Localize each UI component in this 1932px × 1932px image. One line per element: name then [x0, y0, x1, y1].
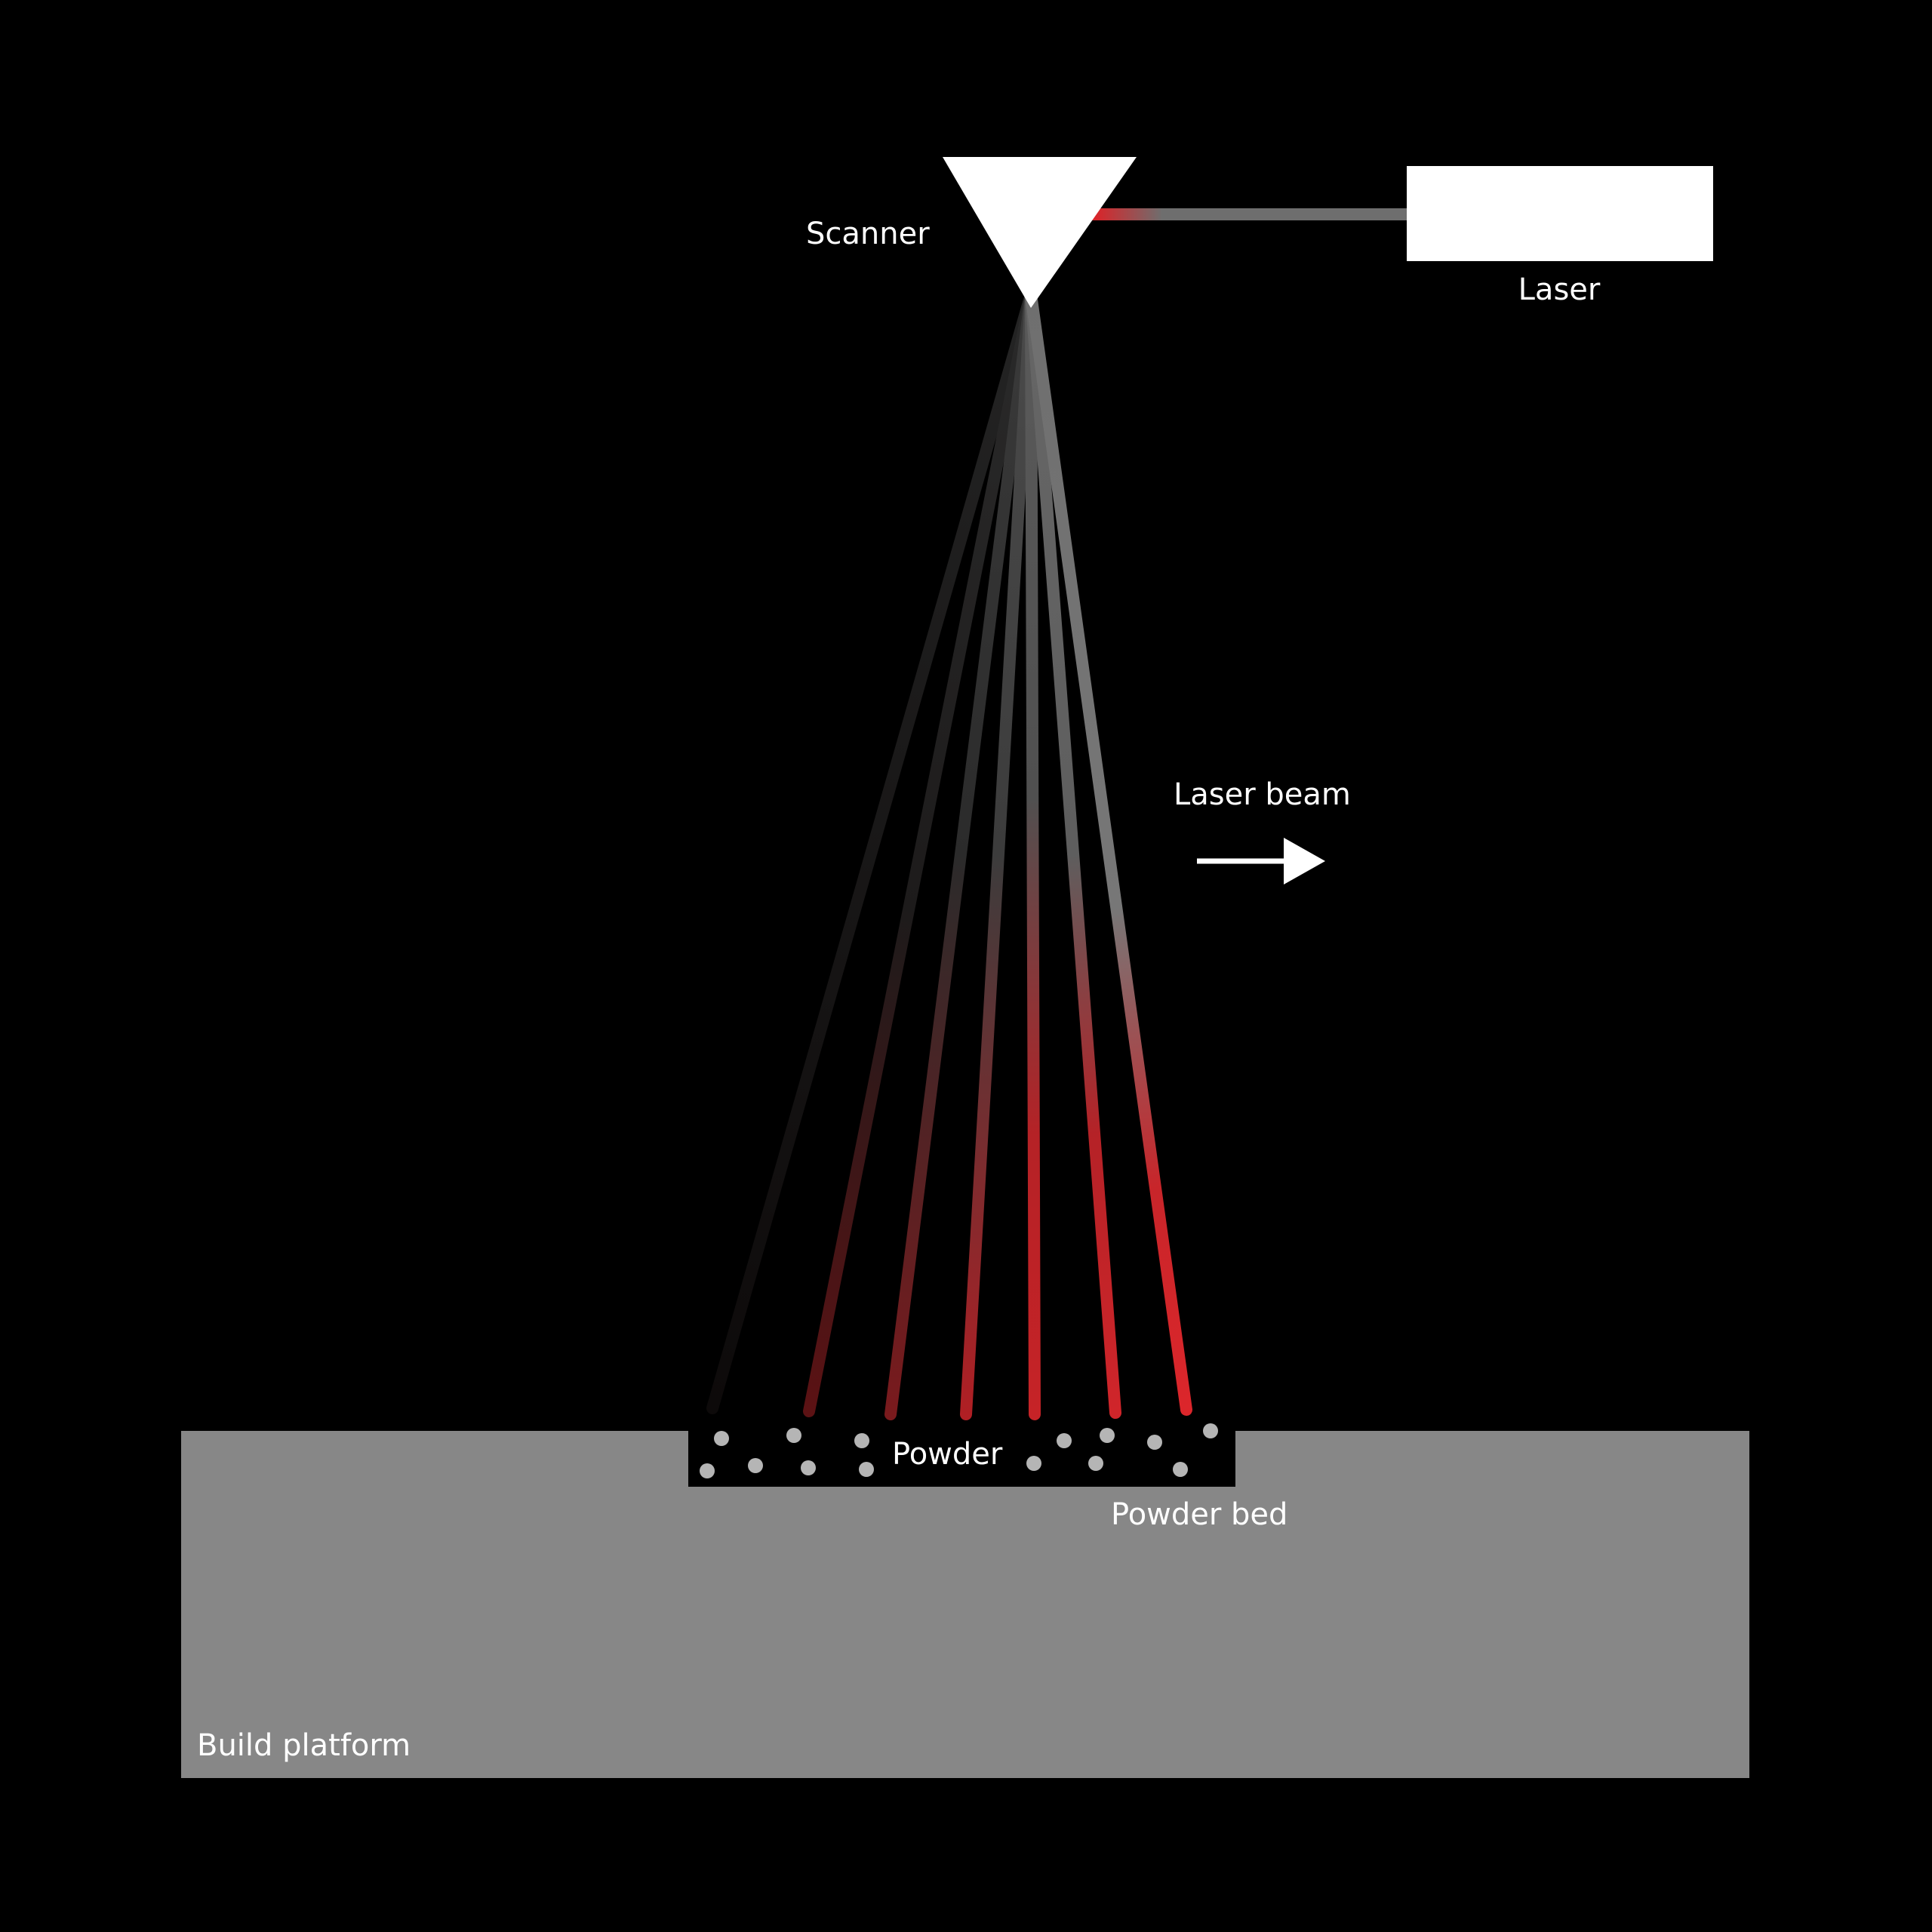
- laser-beam-ray-2: [803, 288, 1037, 1417]
- scanner-label: Scanner: [806, 217, 930, 251]
- powder-label: Powder: [892, 1437, 1003, 1472]
- powder-particle: [1147, 1435, 1162, 1450]
- powder-particle: [859, 1462, 874, 1477]
- laser-box: [1407, 166, 1713, 261]
- scanner-triangle: [943, 157, 1137, 308]
- powder-particle: [714, 1431, 729, 1446]
- powder-particle: [748, 1458, 763, 1473]
- powder-particle: [1203, 1423, 1218, 1438]
- direction-arrow-icon: [1197, 838, 1325, 884]
- build-platform-label: Build platform: [197, 1728, 411, 1763]
- powder-bed: [688, 1431, 1235, 1487]
- build-platform: [181, 1431, 1749, 1778]
- powder-particle: [1088, 1456, 1103, 1471]
- laser-beam-ray-6: [1025, 288, 1121, 1419]
- powder-particle: [801, 1460, 816, 1475]
- powder-particle: [786, 1428, 801, 1443]
- laser-beam-ray-5: [1025, 288, 1041, 1420]
- laser-beam-ray-3: [884, 288, 1037, 1420]
- laser-beam-label: Laser beam: [1174, 777, 1351, 812]
- powder-bed-label: Powder bed: [1111, 1497, 1287, 1532]
- powder-particle: [700, 1463, 715, 1478]
- powder-particle: [1100, 1428, 1115, 1443]
- powder-particle: [1057, 1433, 1072, 1448]
- laser-label: Laser: [1518, 272, 1601, 307]
- powder-particle: [1173, 1462, 1188, 1477]
- powder-particle: [1026, 1456, 1041, 1471]
- laser-beam-ray-1: [706, 288, 1037, 1414]
- laser-beam-ray-7: [1025, 288, 1192, 1416]
- powder-particle: [854, 1433, 869, 1448]
- powder-particles: [700, 1423, 1218, 1478]
- laser-beam-fan: [706, 288, 1192, 1420]
- laser-beam-ray-4: [960, 288, 1037, 1420]
